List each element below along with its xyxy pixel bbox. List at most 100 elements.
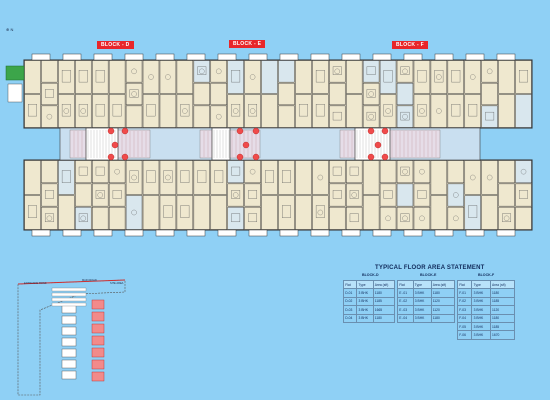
room	[91, 183, 109, 207]
column-header: Type	[356, 279, 374, 290]
room	[295, 160, 312, 195]
furniture	[46, 215, 53, 222]
room	[413, 94, 431, 128]
room	[108, 160, 126, 184]
furniture	[248, 104, 258, 117]
room	[362, 195, 380, 230]
table-cell: 3 BHK	[356, 288, 374, 298]
room	[481, 60, 498, 83]
furniture	[199, 68, 205, 75]
balcony	[403, 229, 423, 237]
room	[261, 195, 278, 230]
furniture	[383, 104, 393, 117]
room	[413, 206, 431, 230]
furniture	[95, 166, 105, 176]
north-label: N	[10, 27, 14, 32]
room	[396, 105, 414, 128]
furniture	[44, 89, 54, 98]
room	[447, 60, 465, 94]
table-cell: E -03	[397, 305, 414, 315]
furniture	[519, 190, 528, 199]
table-cell: 3 BHK	[471, 305, 491, 315]
room	[295, 94, 312, 128]
furniture	[368, 91, 374, 97]
furniture	[349, 190, 359, 199]
block-d-label: BLOCK - D	[97, 41, 134, 49]
balcony	[248, 229, 268, 237]
key-row	[51, 302, 87, 307]
room	[159, 94, 177, 128]
furniture	[165, 174, 171, 181]
balcony	[341, 53, 361, 61]
furniture	[28, 205, 37, 218]
room	[413, 183, 431, 207]
key-block-highlight	[91, 299, 105, 310]
table-cell: D-04	[342, 313, 358, 323]
furniture	[249, 108, 256, 114]
room	[362, 60, 380, 83]
room	[430, 195, 448, 230]
room	[430, 94, 448, 128]
furniture	[95, 190, 105, 199]
column-marker	[121, 153, 129, 161]
key-block	[61, 370, 77, 380]
balcony	[372, 53, 392, 61]
balcony	[465, 229, 485, 237]
table-cell: F-03	[456, 305, 473, 315]
furniture	[282, 205, 291, 218]
balcony	[186, 229, 206, 237]
furniture	[419, 215, 425, 222]
column-marker	[367, 127, 375, 135]
room	[413, 60, 431, 94]
room	[58, 195, 75, 230]
furniture	[400, 166, 410, 176]
balcony	[279, 53, 299, 61]
table-cell: 1670	[489, 330, 516, 340]
room	[227, 183, 244, 207]
room	[193, 160, 211, 195]
key-block	[61, 315, 77, 325]
table-cell: 1180	[489, 288, 516, 298]
column-header: Area (sft)	[372, 279, 396, 290]
key-row	[51, 292, 87, 297]
room	[227, 206, 244, 230]
table-cell: 1180	[430, 288, 455, 298]
room	[210, 105, 227, 128]
furniture	[317, 174, 324, 181]
column-marker	[242, 141, 250, 149]
table-cell: 1185	[372, 296, 396, 307]
furniture	[468, 205, 478, 218]
room	[498, 94, 515, 128]
north-arrow-icon: ⊕ N	[6, 27, 14, 32]
column-marker	[367, 153, 375, 161]
room	[91, 206, 109, 230]
column-marker	[236, 153, 244, 161]
furniture	[468, 104, 478, 117]
table-cell: E -02	[397, 296, 414, 307]
furniture	[332, 66, 342, 75]
room	[481, 160, 498, 195]
room	[244, 206, 261, 230]
balcony	[124, 53, 144, 61]
column-header: Type	[471, 279, 491, 290]
table-cell: 3 BHK	[471, 313, 491, 323]
table-cell: 3 BHK	[356, 305, 374, 315]
furniture	[61, 70, 71, 83]
balcony	[310, 229, 330, 237]
room	[278, 195, 295, 230]
room	[396, 206, 414, 230]
furniture	[249, 74, 256, 80]
column-marker	[381, 127, 389, 135]
key-block	[61, 348, 77, 358]
room	[24, 94, 41, 128]
room	[379, 183, 397, 207]
block-f-heading: BLOCK-F	[478, 273, 495, 277]
